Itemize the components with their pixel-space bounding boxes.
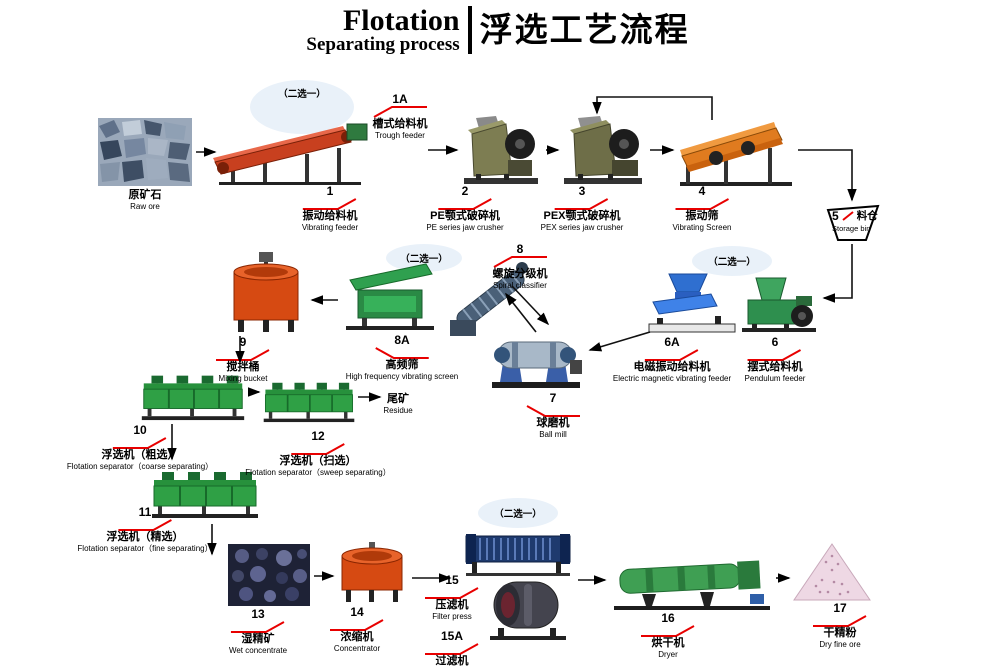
red-pointer-line — [216, 349, 270, 361]
pe-jaw-crusher-graphic — [462, 116, 542, 191]
red-pointer-line — [554, 198, 609, 210]
callout-concentrator: 14 浓缩机 Concentrator — [329, 606, 385, 654]
vibrating-feeder-graphic — [213, 116, 371, 193]
storage-bin-graphic — [826, 204, 880, 247]
flotation-separator-fine-graphic — [150, 462, 260, 525]
red-pointer-line — [118, 519, 172, 531]
choose-one-bubble-filters: （二选一） — [478, 498, 558, 528]
callout-vibrating-screen: 4 振动筛 Vibrating Screen — [672, 184, 732, 232]
red-pointer-line — [748, 349, 802, 361]
callout-vibrating-feeder: 1 振动给料机 Vibrating feeder — [301, 184, 359, 232]
title-main: Flotation — [342, 4, 460, 37]
callout-filter: 15A 过滤机 Filter — [424, 630, 480, 669]
red-pointer-line — [641, 625, 695, 637]
high-frequency-screen-graphic — [342, 260, 438, 337]
callout-pex-jaw-crusher: 3 PEX颚式破碎机 PEX series jaw crusher — [540, 184, 624, 232]
pendulum-feeder-graphic — [740, 272, 818, 339]
red-pointer-line — [375, 347, 429, 359]
callout-trough-feeder: 1A 槽式给料机 Trough feeder — [372, 92, 428, 140]
callout-flotation-sweep: 12 浮选机（扫选） Flotation separator（sweep sep… — [245, 429, 391, 477]
red-pointer-line — [425, 643, 479, 655]
callout-dry-fine-ore: 17 干精粉 Dry fine ore — [812, 602, 868, 650]
title-sub: Separating process — [306, 34, 460, 55]
title-chinese: 浮选工艺流程 — [479, 11, 690, 48]
callout-pe-jaw-crusher: 2 PE颚式破碎机 PE series jaw crusher — [426, 184, 504, 232]
wet-concentrate-image — [228, 544, 310, 611]
callout-pendulum-feeder: 6 摆式给料机 Pendulum feeder — [744, 335, 806, 383]
electromagnetic-feeder-graphic — [645, 272, 739, 339]
red-pointer-line — [526, 405, 580, 417]
red-pointer-line — [290, 443, 345, 455]
red-pointer-line — [303, 198, 357, 210]
red-pointer-line — [230, 621, 285, 633]
red-pointer-line — [437, 198, 492, 210]
raw-ore-image — [98, 118, 192, 191]
red-pointer-line — [813, 615, 867, 627]
red-pointer-line — [493, 256, 547, 268]
callout-raw-ore: 原矿石 Raw ore — [128, 189, 162, 211]
callout-mixing-bucket: 9 搅拌桶 Mixing bucket — [215, 336, 271, 384]
callout-wet-concentrate: 13 湿精矿 Wet concentrate — [228, 607, 288, 655]
choose-one-bubble-row2-feeders: （二选一） — [692, 246, 772, 276]
callout-high-frequency-screen: 8A 高频筛 High frequency vibrating screen — [345, 333, 459, 381]
callout-electromagnetic-feeder: 6A 电磁振动给料机 Electric magnetic vibrating f… — [612, 335, 732, 383]
spiral-classifier-graphic — [448, 256, 534, 345]
callout-filter-press: 15 压滤机 Filter press — [424, 574, 480, 622]
callout-residue: 尾矿 Residue — [383, 393, 413, 415]
mixing-bucket-graphic — [226, 252, 306, 339]
page-title: Flotation Separating process 浮选工艺流程 — [0, 6, 996, 55]
callout-ball-mill: 7 球磨机 Ball mill — [525, 392, 581, 440]
flotation-separator-coarse-graphic — [138, 366, 248, 427]
ball-mill-graphic — [492, 326, 582, 395]
title-divider — [467, 6, 472, 54]
vibrating-screen-graphic — [676, 118, 796, 193]
red-pointer-line — [842, 210, 854, 221]
red-pointer-line — [112, 437, 167, 449]
red-pointer-line — [330, 619, 384, 631]
filter-press-graphic — [462, 528, 574, 581]
callout-flotation-coarse: 10 浮选机（粗选） Flotation separator（coarse se… — [66, 423, 214, 471]
red-pointer-line — [645, 349, 699, 361]
flotation-separator-sweep-graphic — [262, 374, 356, 429]
red-pointer-line — [425, 587, 479, 599]
dryer-graphic — [612, 548, 772, 617]
callout-storage-bin: 5 料仓 Storage bin — [832, 208, 878, 234]
concentrator-graphic — [336, 538, 408, 609]
callout-spiral-classifier: 8 螺旋分级机 Spiral classifier — [492, 242, 548, 290]
drum-filter-graphic — [484, 574, 572, 647]
choose-one-bubble-feeders: （二选一） — [250, 80, 354, 134]
dry-fine-ore-graphic — [792, 540, 872, 609]
callout-dryer: 16 烘干机 Dryer — [640, 612, 696, 660]
callout-flotation-fine: 11 浮选机（精选） Flotation separator（fine sepa… — [77, 505, 213, 553]
pex-jaw-crusher-graphic — [560, 116, 646, 191]
red-pointer-line — [675, 198, 729, 210]
red-pointer-line — [373, 106, 427, 118]
